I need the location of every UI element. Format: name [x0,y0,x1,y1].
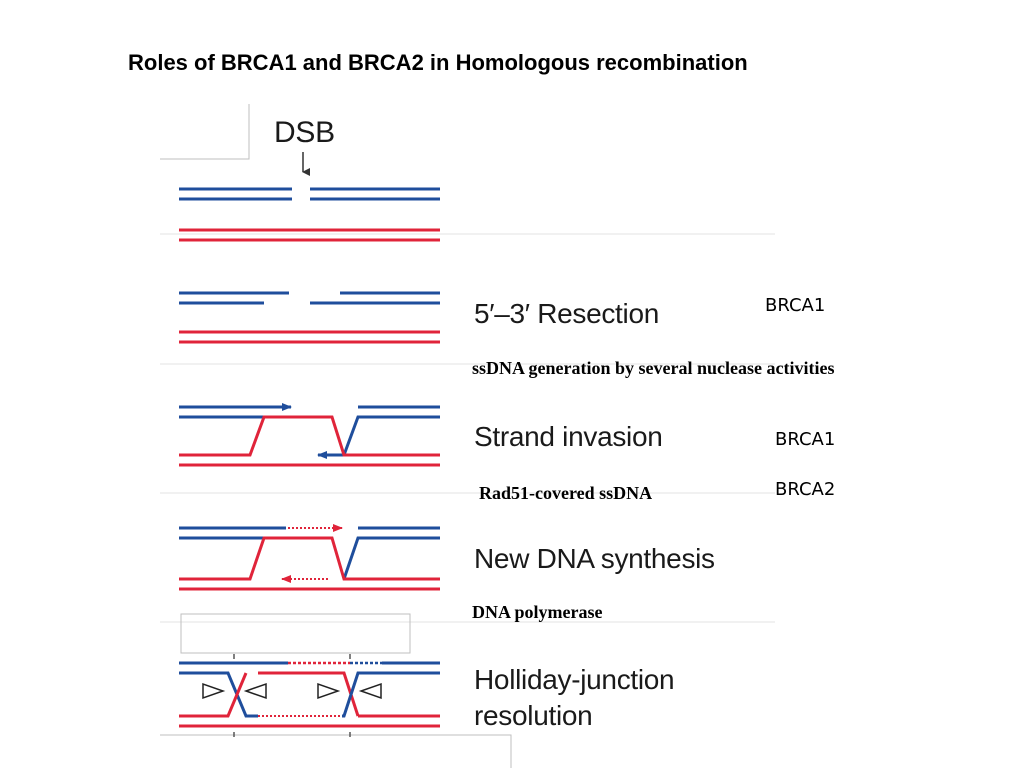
page-title: Roles of BRCA1 and BRCA2 in Homologous r… [128,50,748,75]
synthesis-step-strands [179,524,440,591]
protein-brca1-resection: BRCA1 [765,295,826,316]
label-hj-resolution-line2: resolution [474,700,593,731]
resolution-step-strands [179,654,440,737]
label-hj-resolution-line1: Holliday-junction [474,664,675,695]
protein-brca2-invasion: BRCA2 [775,479,836,500]
label-strand-invasion: Strand invasion [474,421,663,452]
cleavage-triangles [202,682,382,700]
note-dna-polymerase: DNA polymerase [472,602,603,622]
note-ssdna-generation: ssDNA generation by several nuclease act… [472,358,835,378]
frame-lines [160,104,775,768]
label-new-dna-synthesis: New DNA synthesis [474,543,715,574]
label-resection: 5′–3′ Resection [474,298,660,329]
protein-brca1-invasion: BRCA1 [775,429,836,450]
label-dsb: DSB [274,116,335,149]
dsb-step-strands [179,152,440,242]
invasion-step-strands [179,403,440,467]
resection-step-strands [179,291,440,344]
note-rad51: Rad51-covered ssDNA [479,483,653,503]
